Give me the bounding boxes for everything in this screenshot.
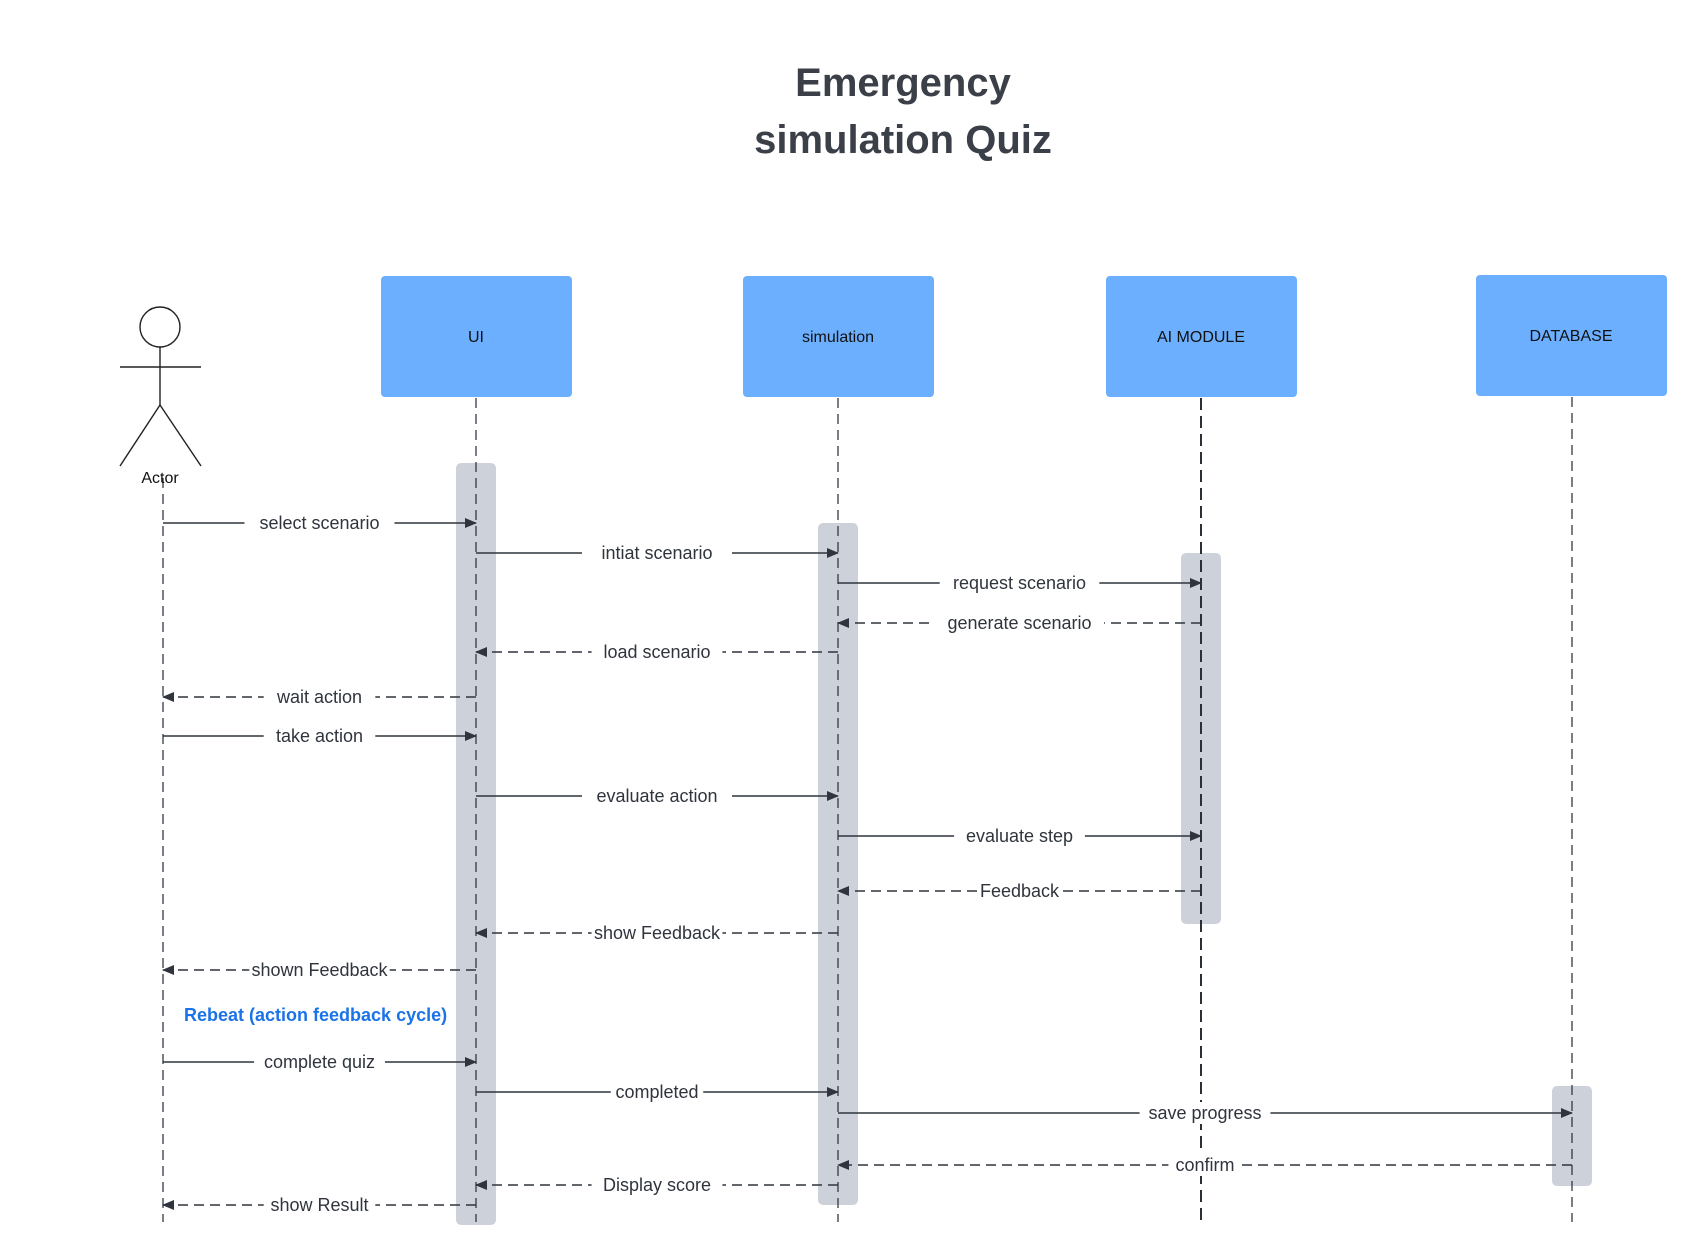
message-label-background <box>249 959 390 981</box>
message-label: evaluate step <box>966 826 1073 846</box>
participant-ui: UI <box>381 276 572 397</box>
message-15: save progress <box>838 1102 1573 1124</box>
message-11: show Feedback <box>475 922 838 944</box>
message-label-background <box>610 1081 704 1103</box>
message-label-background <box>978 880 1061 902</box>
message-16: confirm <box>837 1154 1572 1176</box>
message-label-background <box>934 612 1105 634</box>
message-label: confirm <box>1175 1155 1234 1175</box>
message-label: complete quiz <box>264 1052 375 1072</box>
message-label-background <box>954 825 1085 847</box>
message-label-background <box>591 641 723 663</box>
message-8: evaluate action <box>476 785 839 807</box>
message-label: show Feedback <box>594 923 721 943</box>
participant-simulation: simulation <box>743 276 934 397</box>
message-list: select scenario intiat scenario request sc… <box>162 512 1573 1216</box>
participant-database-label: DATABASE <box>1530 328 1613 345</box>
message-label: save progress <box>1148 1103 1261 1123</box>
participant-database: DATABASE <box>1476 275 1667 396</box>
message-13: complete quiz <box>163 1051 477 1073</box>
message-label-background <box>263 1194 376 1216</box>
message-label: evaluate action <box>596 786 717 806</box>
loop-note: Rebeat (action feedback cycle) <box>184 1005 447 1025</box>
message-label-background <box>263 725 376 747</box>
message-label: shown Feedback <box>251 960 388 980</box>
message-label-background <box>254 1051 385 1073</box>
message-1: select scenario <box>163 512 477 534</box>
participant-database-box <box>1476 275 1667 396</box>
message-label: load scenario <box>603 642 710 662</box>
message-label-background <box>582 542 732 564</box>
message-label: Feedback <box>980 881 1060 901</box>
diagram-title-line-1: Emergency <box>795 61 1011 105</box>
message-3: request scenario <box>838 572 1202 594</box>
actor-label: Actor <box>141 470 179 487</box>
participant-simulation-box <box>743 276 934 397</box>
message-label: completed <box>615 1082 698 1102</box>
message-label-background <box>244 512 395 534</box>
message-14: completed <box>476 1081 839 1103</box>
actor-icon <box>119 306 202 467</box>
message-17: Display score <box>475 1174 838 1196</box>
message-label: intiat scenario <box>601 543 712 563</box>
message-label-background <box>939 572 1100 594</box>
message-label-background <box>582 785 732 807</box>
participant-simulation-label: simulation <box>802 329 874 346</box>
message-label-background <box>1168 1154 1242 1176</box>
message-label: select scenario <box>259 513 379 533</box>
message-label: Display score <box>603 1175 711 1195</box>
participant-ui-label: UI <box>468 329 484 346</box>
message-label: take action <box>276 726 363 746</box>
message-6: wait action <box>162 686 476 708</box>
diagram-title-line-2: simulation Quiz <box>754 118 1052 162</box>
participant-ai-module: AI MODULE <box>1106 276 1297 397</box>
participant-ui-box <box>381 276 572 397</box>
message-9: evaluate step <box>838 825 1202 847</box>
message-4: generate scenario <box>837 612 1201 634</box>
message-10: Feedback <box>837 880 1201 902</box>
message-label-background <box>263 686 376 708</box>
participant-ai-module-label: AI MODULE <box>1157 329 1245 346</box>
message-label-background <box>1139 1102 1271 1124</box>
message-label: request scenario <box>953 573 1086 593</box>
message-label: generate scenario <box>947 613 1091 633</box>
message-5: load scenario <box>475 641 838 663</box>
message-label: wait action <box>276 687 362 707</box>
message-12: shown Feedback <box>162 959 476 981</box>
message-7: take action <box>163 725 477 747</box>
message-label: show Result <box>270 1195 368 1215</box>
message-18: show Result <box>162 1194 476 1216</box>
message-label-background <box>591 1174 723 1196</box>
participant-ai-module-box <box>1106 276 1297 397</box>
message-label-background <box>591 922 723 944</box>
message-2: intiat scenario <box>476 542 839 564</box>
